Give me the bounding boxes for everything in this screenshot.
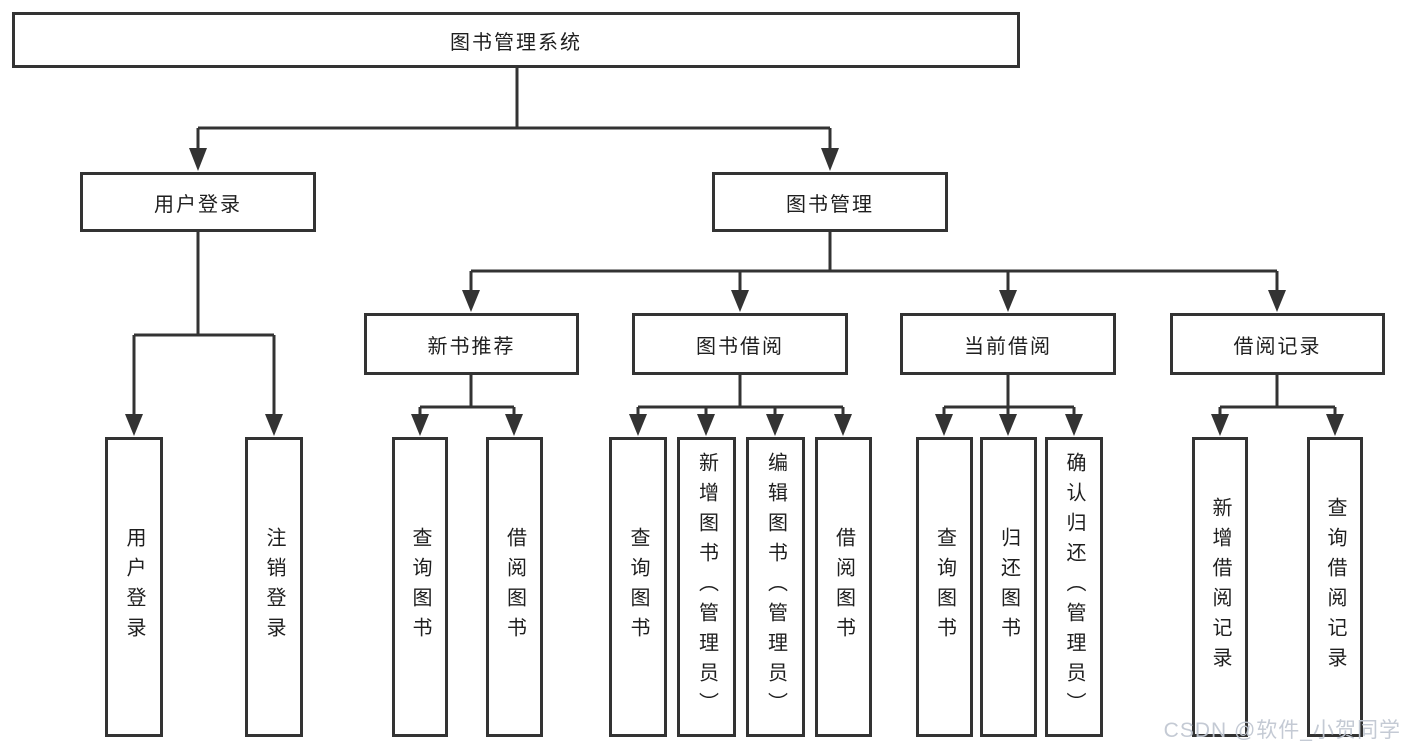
leaf-user-login-label: 用户登录 (123, 527, 145, 647)
node-root-label: 图书管理系统 (450, 31, 582, 54)
leaf-add-borrow-record: 新增借阅记录 (1192, 437, 1248, 737)
leaf-edit-books-admin-label: 编辑图书（管理员） (764, 452, 787, 722)
leaf-query-books-recommend-label: 查询图书 (409, 527, 431, 647)
node-user-login: 用户登录 (80, 172, 316, 232)
leaf-confirm-return-admin-label: 确认归还（管理员） (1063, 452, 1085, 722)
leaf-borrow-books-recommend-label: 借阅图书 (503, 527, 526, 647)
leaf-return-books-label: 归还图书 (997, 527, 1020, 647)
leaf-edit-books-admin: 编辑图书（管理员） (746, 437, 805, 737)
leaf-borrow-books-label: 借阅图书 (832, 527, 855, 647)
leaf-logout-label: 注销登录 (263, 527, 285, 647)
node-borrow-records-label: 借阅记录 (1233, 335, 1322, 358)
leaf-add-books-admin-label: 新增图书（管理员） (695, 452, 718, 722)
node-new-book-recommend: 新书推荐 (364, 313, 579, 375)
leaf-add-books-admin: 新增图书（管理员） (677, 437, 736, 737)
node-current-borrow-label: 当前借阅 (964, 335, 1052, 358)
leaf-logout: 注销登录 (245, 437, 303, 737)
leaf-borrow-books: 借阅图书 (815, 437, 872, 737)
node-book-management: 图书管理 (712, 172, 948, 232)
leaf-borrow-books-recommend: 借阅图书 (486, 437, 543, 737)
leaf-query-books-recommend: 查询图书 (392, 437, 448, 737)
node-new-book-recommend-label: 新书推荐 (427, 335, 516, 358)
leaf-query-books-current: 查询图书 (916, 437, 973, 737)
leaf-query-borrow-record: 查询借阅记录 (1307, 437, 1363, 737)
leaf-query-books-current-label: 查询图书 (933, 527, 956, 647)
node-root-library-system: 图书管理系统 (12, 12, 1020, 68)
leaf-add-borrow-record-label: 新增借阅记录 (1209, 497, 1231, 677)
watermark: CSDN @软件_小贺同学 (1163, 719, 1401, 742)
node-book-borrow: 图书借阅 (632, 313, 848, 375)
node-book-borrow-label: 图书借阅 (696, 335, 784, 358)
node-user-login-label: 用户登录 (154, 193, 242, 216)
leaf-query-books-borrow: 查询图书 (609, 437, 667, 737)
node-borrow-records: 借阅记录 (1170, 313, 1385, 375)
leaf-user-login: 用户登录 (105, 437, 163, 737)
node-book-management-label: 图书管理 (786, 193, 874, 216)
leaf-query-borrow-record-label: 查询借阅记录 (1324, 497, 1346, 677)
arrowhead-icons (125, 148, 1344, 436)
leaf-confirm-return-admin: 确认归还（管理员） (1045, 437, 1103, 737)
leaf-return-books: 归还图书 (980, 437, 1037, 737)
node-current-borrow: 当前借阅 (900, 313, 1116, 375)
leaf-query-books-borrow-label: 查询图书 (627, 527, 649, 647)
